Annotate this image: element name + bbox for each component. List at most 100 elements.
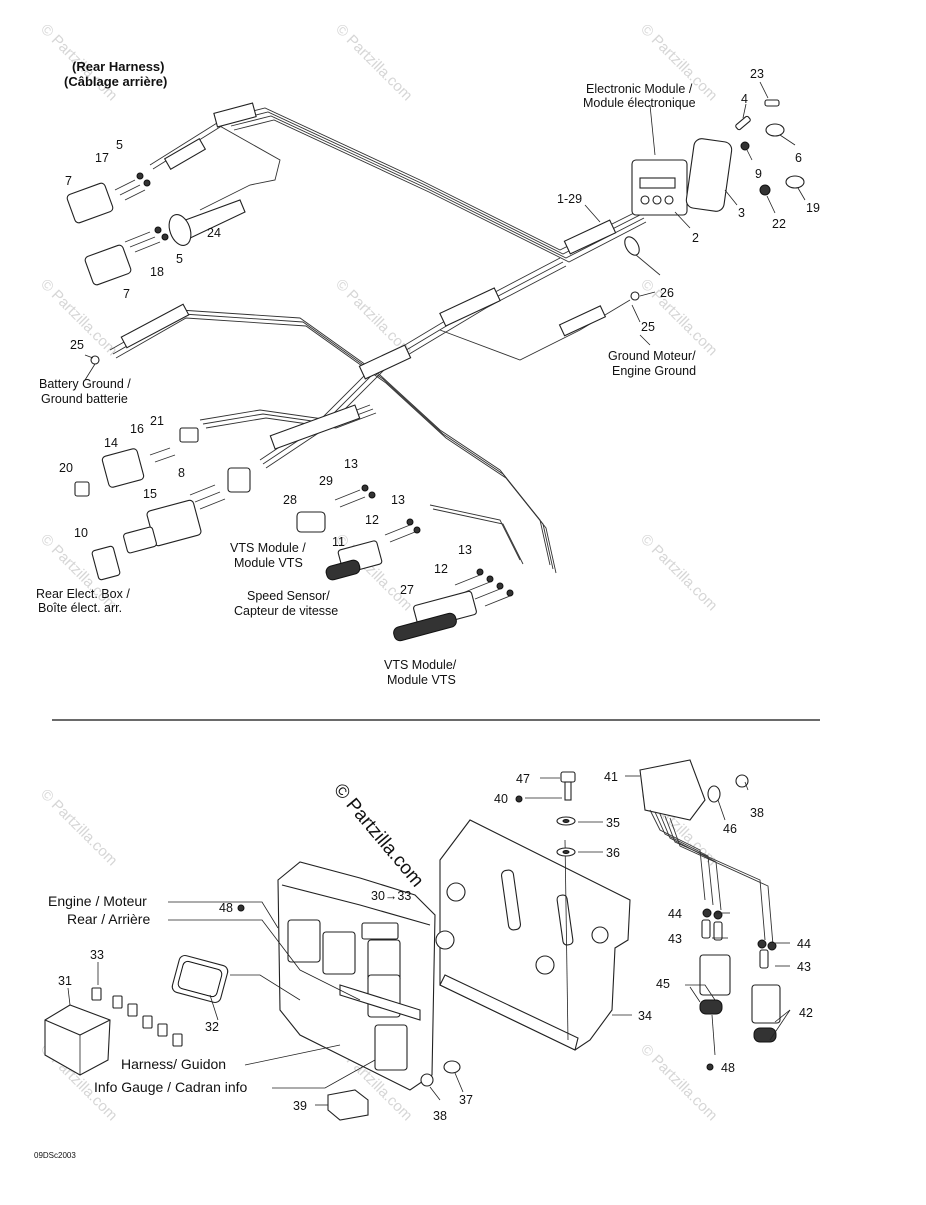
watermark-10: © Partzilla.com: [37, 786, 120, 869]
part-number-5-bottom: 5: [176, 252, 183, 266]
part-number-48-top: 48: [219, 901, 233, 915]
part-number-14: 14: [104, 436, 118, 450]
sleeve-8: [558, 305, 607, 337]
bolt-47-head: [560, 771, 576, 783]
part-number-2: 2: [692, 231, 699, 245]
part-number-39: 39: [293, 1099, 307, 1113]
part-number-12-a: 12: [365, 513, 379, 527]
part-number-32: 32: [205, 1020, 219, 1034]
callout-info-gauge: Info Gauge / Cadran info: [94, 1079, 248, 1095]
bolt-47-shank: [564, 781, 572, 801]
part-20: [74, 481, 90, 497]
part-number-38-bottom: 38: [433, 1109, 447, 1123]
sleeve-1: [213, 102, 257, 128]
fuse-slot-1: [287, 919, 321, 963]
part-number-37: 37: [459, 1093, 473, 1107]
part-number-33: 33: [90, 948, 104, 962]
part-number-13-a: 13: [344, 457, 358, 471]
callout-engine-ground-1: Ground Moteur/: [608, 349, 696, 363]
callout-engine-ground-2: Engine Ground: [612, 364, 696, 378]
part-number-9: 9: [755, 167, 762, 181]
part-22: [759, 184, 771, 196]
callout-vts-module-a-1: VTS Module /: [230, 541, 306, 555]
part-number-10: 10: [74, 526, 88, 540]
electronic-module: [631, 138, 733, 216]
bracket-34: [435, 819, 631, 1051]
part-number-34: 34: [638, 1009, 652, 1023]
module-display: [639, 177, 676, 189]
callout-vts-module-a-2: Module VTS: [234, 556, 303, 570]
part-number-20: 20: [59, 461, 73, 475]
part-39: [327, 1089, 369, 1121]
watermark-2: © Partzilla.com: [332, 21, 415, 104]
part-number-38-top: 38: [750, 806, 764, 820]
part-number-3: 3: [738, 206, 745, 220]
callout-engine: Engine / Moteur: [48, 893, 147, 909]
top-leaders: [84, 81, 806, 381]
fuse-slot-5: [374, 1024, 408, 1071]
harness-sleeves: [120, 102, 617, 450]
part-8-seal: [227, 467, 251, 493]
small-hardware-top: [90, 99, 805, 365]
connectors-right: [699, 908, 781, 1043]
callout-electronic-module-2: Module électronique: [583, 96, 696, 110]
callout-vts-module-b-2: Module VTS: [387, 673, 456, 687]
part-number-48-bottom: 48: [721, 1061, 735, 1075]
part-number-13-c: 13: [458, 543, 472, 557]
module-seal: [685, 138, 733, 212]
callout-speed-sensor-2: Capteur de vitesse: [234, 604, 338, 618]
sealant-drop-icon: [515, 795, 523, 803]
part-4: [735, 115, 751, 131]
connectors-left: [66, 182, 477, 642]
part-number-4: 4: [741, 92, 748, 106]
part-number-13-b: 13: [391, 493, 405, 507]
part-number-43-b: 43: [797, 960, 811, 974]
sealant-drop-icon-3: [706, 1063, 714, 1071]
part-number-46: 46: [723, 822, 737, 836]
sleeve-2: [163, 138, 207, 170]
connector-7-bottom: [84, 244, 132, 286]
part-number-45: 45: [656, 977, 670, 991]
fuse-box-assembly: [277, 861, 436, 1091]
callout-speed-sensor-1: Speed Sensor/: [247, 589, 330, 603]
sleeve-4: [439, 287, 501, 327]
part-number-19: 19: [806, 201, 820, 215]
part-26: [624, 236, 640, 256]
part-number-5-top: 5: [116, 138, 123, 152]
seal-48: [699, 999, 723, 1015]
watermark-14: © Partzilla.com: [637, 1041, 720, 1124]
part-number-12-b: 12: [434, 562, 448, 576]
part-number-42: 42: [799, 1006, 813, 1020]
part-number-36: 36: [606, 846, 620, 860]
sleeve-6: [269, 404, 361, 450]
callout-range-30-33: 30→33: [371, 889, 411, 903]
part-number-28: 28: [283, 493, 297, 507]
callout-harness: Harness/ Guidon: [121, 1056, 226, 1072]
part-number-40: 40: [494, 792, 508, 806]
part-number-15: 15: [143, 487, 157, 501]
part-number-47: 47: [516, 772, 530, 786]
sealant-drop-icon-2: [237, 904, 245, 912]
connector-42: [751, 984, 781, 1024]
part-number-31: 31: [58, 974, 72, 988]
part-number-11: 11: [332, 535, 345, 549]
washer-46: [707, 785, 721, 803]
part-number-44-a: 44: [668, 907, 682, 921]
sleeve-7: [120, 303, 190, 349]
part-number-25-left: 25: [70, 338, 84, 352]
title-line-2: (Câblage arrière): [64, 74, 167, 89]
callout-battery-ground-2: Ground batterie: [41, 392, 128, 406]
part-10: [91, 545, 121, 581]
relay-31: [44, 1004, 111, 1076]
part-number-43-a: 43: [668, 932, 682, 946]
callout-battery-ground-1: Battery Ground /: [39, 377, 131, 391]
callout-rear: Rear / Arrière: [67, 911, 150, 927]
part-number-7-top: 7: [65, 174, 72, 188]
part-number-35: 35: [606, 816, 620, 830]
part-23: [764, 99, 780, 107]
part-number-26: 26: [660, 286, 674, 300]
part-number-17: 17: [95, 151, 109, 165]
part-number-29: 29: [319, 474, 333, 488]
connector-28: [296, 511, 326, 533]
